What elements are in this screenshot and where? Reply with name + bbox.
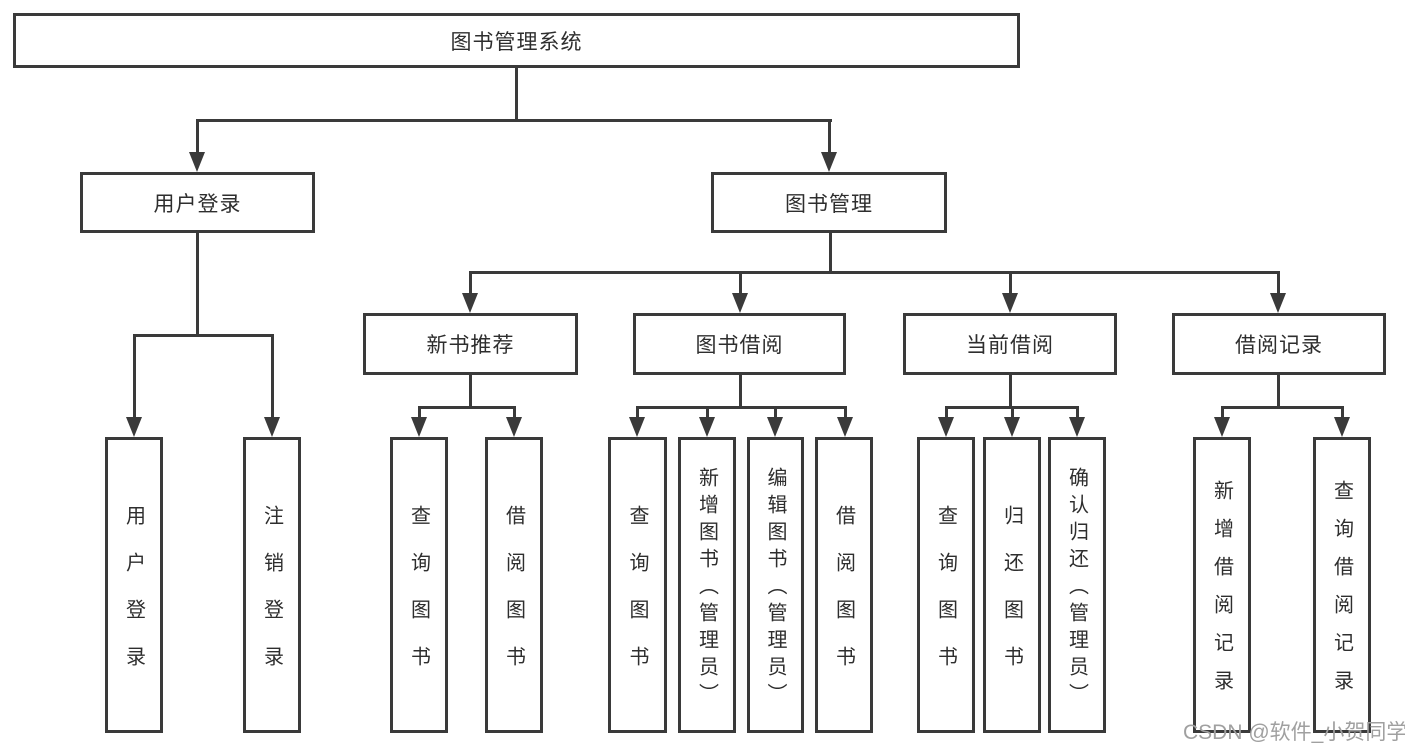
arrow-down-book-borrow-1 [629,406,645,437]
leaf-user-login-label: 用户登录 [122,504,145,693]
arrow-down-to-leaf-logout [264,334,280,437]
leaf-return-books: 归还图书 [983,437,1041,733]
connector-book-borrow-stem [739,375,742,408]
node-book-mgmt: 图书管理 [711,172,947,233]
leaf-query-books-borrow: 查询图书 [608,437,667,733]
node-user-login: 用户登录 [80,172,315,233]
connector-root-stem [515,68,518,120]
leaf-query-books-current-label: 查询图书 [934,504,957,693]
leaf-add-borrow-record: 新增借阅记录 [1193,437,1251,733]
leaf-query-borrow-record: 查询借阅记录 [1313,437,1371,733]
arrow-down-to-new-books [462,271,478,313]
connector-user-login-bar [133,334,274,337]
leaf-edit-book-admin: 编辑图书（管理员） [747,437,804,733]
connector-book-borrow-bar [636,406,846,409]
arrow-down-to-book-mgmt [821,119,837,172]
node-new-books-label: 新书推荐 [426,334,515,357]
leaf-logout-label: 注销登录 [260,504,283,693]
node-book-borrow: 图书借阅 [633,313,846,375]
csdn-watermark: CSDN @软件_小贺同学 [1183,721,1405,744]
connector-new-books-stem [469,375,472,408]
arrow-down-borrow-records-2 [1334,406,1350,437]
leaf-query-books-borrow-label: 查询图书 [626,504,648,693]
arrow-down-new-books-2 [506,406,522,437]
arrow-down-new-books-1 [411,406,427,437]
arrow-down-current-borrow-2 [1004,406,1020,437]
leaf-user-login: 用户登录 [105,437,163,733]
leaf-add-book-admin-label: 新增图书（管理员） [695,467,718,710]
node-current-borrow: 当前借阅 [903,313,1117,375]
arrow-down-to-current-borrow [1002,271,1018,313]
arrow-down-to-user-login [189,119,205,172]
leaf-borrow-books-newbooks: 借阅图书 [485,437,543,733]
node-book-borrow-label: 图书借阅 [695,334,784,357]
arrow-down-to-book-borrow [732,271,748,313]
arrow-down-current-borrow-1 [938,406,954,437]
leaf-query-borrow-record-label: 查询借阅记录 [1330,480,1353,708]
leaf-logout: 注销登录 [243,437,301,733]
arrow-down-to-borrow-records [1270,271,1286,313]
connector-current-borrow-stem [1009,375,1012,408]
connector-book-mgmt-stem [829,233,832,273]
leaf-borrow-books-newbooks-label: 借阅图书 [502,504,525,693]
leaf-borrow-books-borrow: 借阅图书 [815,437,873,733]
leaf-add-borrow-record-label: 新增借阅记录 [1210,480,1233,708]
node-current-borrow-label: 当前借阅 [966,334,1054,357]
node-borrow-records-label: 借阅记录 [1235,334,1323,357]
connector-user-login-stem [196,233,199,336]
arrow-down-book-borrow-2 [699,406,715,437]
arrow-down-current-borrow-3 [1069,406,1085,437]
arrow-down-borrow-records-1 [1214,406,1230,437]
leaf-add-book-admin: 新增图书（管理员） [678,437,736,733]
node-book-mgmt-label: 图书管理 [785,192,873,216]
node-user-login-label: 用户登录 [153,192,242,216]
leaf-edit-book-admin-label: 编辑图书（管理员） [764,467,786,710]
arrow-down-to-leaf-login [126,334,142,437]
node-root-label: 图书管理系统 [450,30,583,54]
arrow-down-book-borrow-3 [767,406,783,437]
leaf-query-books-current: 查询图书 [917,437,975,733]
connector-new-books-bar [418,406,516,409]
connector-borrow-records-bar [1221,406,1343,409]
leaf-return-books-label: 归还图书 [1000,504,1023,693]
leaf-query-books-newbooks: 查询图书 [390,437,448,733]
node-root: 图书管理系统 [13,13,1020,68]
leaf-query-books-newbooks-label: 查询图书 [407,504,430,693]
connector-root-bar [196,119,832,122]
connector-borrow-records-stem [1277,375,1280,408]
connector-book-mgmt-bar [469,271,1280,274]
node-new-books: 新书推荐 [363,313,578,375]
leaf-confirm-return-admin-label: 确认归还（管理员） [1065,467,1088,710]
node-borrow-records: 借阅记录 [1172,313,1386,375]
arrow-down-book-borrow-4 [837,406,853,437]
leaf-borrow-books-borrow-label: 借阅图书 [832,504,855,693]
leaf-confirm-return-admin: 确认归还（管理员） [1048,437,1106,733]
